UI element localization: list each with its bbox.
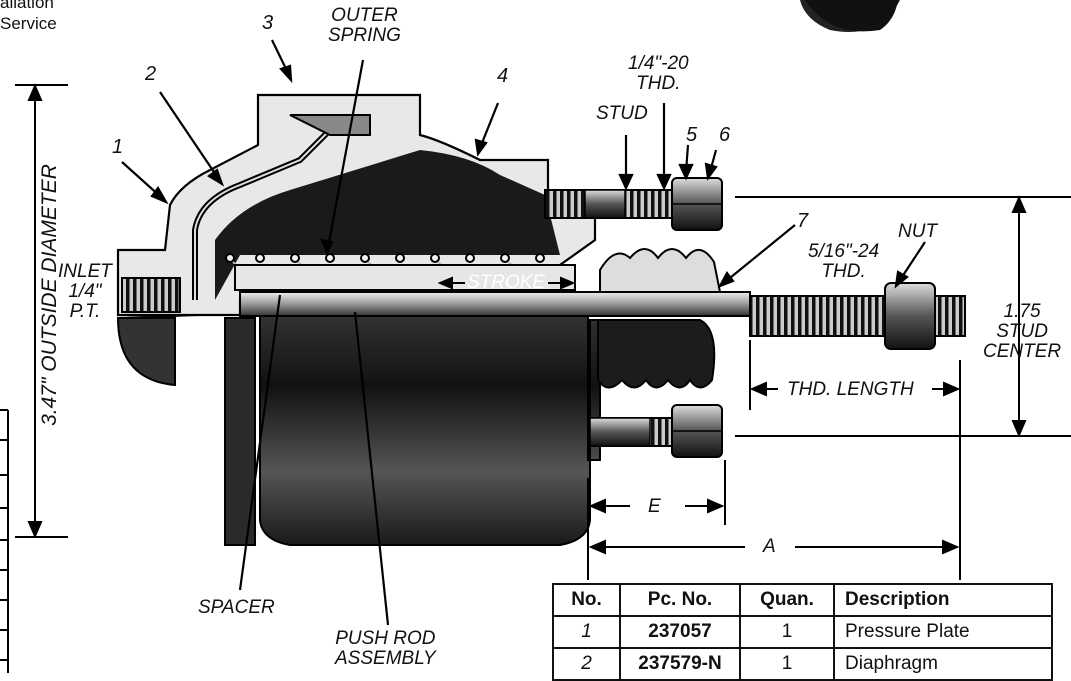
outer-spring-line-2: SPRING (328, 25, 401, 46)
header-description: Description (833, 583, 1053, 617)
five-sixteenths-thread-label: 5/16"-24 THD. (808, 242, 879, 282)
row-pc-no: 237579-N (619, 647, 741, 681)
corner-line-2: Service (0, 14, 57, 33)
quarter-thread-line-2: THD. (636, 73, 681, 94)
boot-bellows-lower (597, 319, 716, 389)
stud-center-line-3: CENTER (983, 341, 1062, 362)
outer-spring-coils (225, 253, 545, 263)
stud-center-line-1: 1.75 (1003, 301, 1041, 322)
corner-line-1: allation (0, 0, 54, 12)
outside-diameter-dimension (15, 83, 68, 539)
thd-length-dimension (749, 340, 961, 580)
callout-7: 7 (797, 210, 809, 232)
row-quan: 1 (739, 647, 835, 681)
thd-length-label: THD. LENGTH (787, 379, 914, 400)
dimension-a-label: A (763, 536, 776, 557)
callout-4: 4 (497, 65, 509, 87)
stroke-arrows (437, 276, 576, 290)
nut-label: NUT (898, 221, 938, 242)
dimension-e-label: E (648, 496, 661, 517)
inlet-thread (121, 277, 181, 313)
row-pc-no: 237057 (619, 615, 741, 649)
callout-2: 2 (145, 63, 157, 85)
chamber-housing-lower (119, 298, 601, 546)
five-sixteenths-line-2: THD. (821, 261, 866, 282)
quarter-thread-label: 1/4"-20 THD. (628, 54, 689, 94)
row-no: 1 (552, 615, 621, 649)
boot-bellows-upper (599, 248, 722, 293)
five-sixteenths-line-1: 5/16"-24 (808, 241, 880, 262)
row-description: Pressure Plate (833, 615, 1053, 649)
row-quan: 1 (739, 615, 835, 649)
inlet-label: INLET 1/4" P.T. (58, 262, 112, 322)
header-quan: Quan. (739, 583, 835, 617)
push-rod (239, 291, 751, 317)
stud-center-dimension (735, 195, 1071, 438)
quarter-thread-line-1: 1/4"-20 (628, 53, 689, 74)
inlet-line-2: 1/4" (68, 281, 102, 302)
callout-3: 3 (262, 12, 274, 34)
leader-lines (121, 39, 926, 626)
rod-nut (884, 282, 936, 350)
callout-5: 5 (686, 124, 698, 146)
outer-spring-label: OUTER SPRING (328, 6, 401, 46)
push-rod-label: PUSH ROD ASSEMBLY (335, 629, 436, 669)
stroke-label: STROKE (467, 272, 546, 293)
header-no: No. (552, 583, 621, 617)
push-rod-line-1: PUSH ROD (335, 628, 436, 649)
stud-label: STUD (596, 103, 648, 124)
inlet-line-1: INLET (58, 261, 112, 282)
callout-1: 1 (112, 136, 124, 158)
spacer-label: SPACER (198, 597, 275, 618)
table-row: 1 237057 1 Pressure Plate (552, 615, 1053, 649)
table-row: 2 237579-N 1 Diaphragm (552, 647, 1053, 681)
spacer-part (234, 264, 576, 291)
stud-center-line-2: STUD (996, 321, 1048, 342)
outer-spring-line-1: OUTER (331, 5, 398, 26)
parts-table: No. Pc. No. Quan. Description 1 237057 1… (552, 583, 1053, 681)
inlet-line-3: P.T. (69, 301, 101, 322)
stud-center-label: 1.75 STUD CENTER (983, 302, 1061, 362)
e-a-dimensions (587, 460, 960, 580)
row-no: 2 (552, 647, 621, 681)
row-description: Diaphragm (833, 647, 1053, 681)
callout-6: 6 (719, 124, 731, 146)
table-header-row: No. Pc. No. Quan. Description (552, 583, 1053, 617)
push-rod-line-2: ASSEMBLY (335, 648, 436, 669)
header-pc-no: Pc. No. (619, 583, 741, 617)
corner-text: allation Service (0, 0, 57, 34)
left-table-fragment (0, 409, 9, 673)
